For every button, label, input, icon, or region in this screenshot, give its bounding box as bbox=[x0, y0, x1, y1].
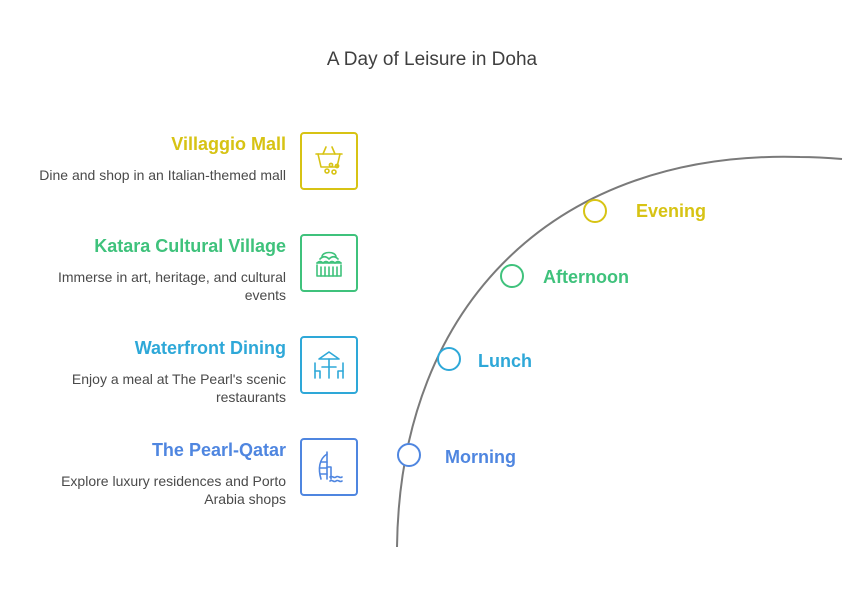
shopping-basket-icon bbox=[315, 146, 343, 175]
activity-katara-cultural-village: Katara Cultural Village Immerse in art, … bbox=[20, 235, 286, 304]
time-label-morning: Morning bbox=[445, 447, 516, 467]
dining-table-icon bbox=[314, 351, 344, 379]
activity-title: Villaggio Mall bbox=[171, 134, 286, 154]
activity-icon-box[interactable] bbox=[300, 132, 358, 190]
activity-icon-box[interactable] bbox=[300, 438, 358, 496]
time-label-evening: Evening bbox=[636, 201, 707, 221]
timeline-marker-lunch[interactable] bbox=[437, 347, 461, 371]
activity-description: Explore luxury residences and Porto Arab… bbox=[61, 473, 286, 507]
activity-title: Katara Cultural Village bbox=[94, 236, 286, 256]
sail-tower-icon bbox=[318, 451, 343, 483]
activity-icon-box[interactable] bbox=[300, 336, 358, 394]
activity-description: Immerse in art, heritage, and cultural e… bbox=[58, 269, 286, 303]
activity-description: Dine and shop in an Italian-themed mall bbox=[39, 167, 286, 183]
time-label-lunch: Lunch bbox=[478, 351, 532, 371]
timeline-marker-evening[interactable] bbox=[583, 199, 607, 223]
activity-title: Waterfront Dining bbox=[134, 338, 286, 358]
time-label-afternoon: Afternoon bbox=[543, 267, 629, 287]
timeline-marker-afternoon[interactable] bbox=[500, 264, 524, 288]
activity-icon-box[interactable] bbox=[300, 234, 358, 292]
activity-the-pearl-qatar: The Pearl-Qatar Explore luxury residence… bbox=[20, 439, 286, 508]
cultural-building-icon bbox=[316, 251, 342, 277]
timeline-marker-morning[interactable] bbox=[397, 443, 421, 467]
activity-waterfront-dining: Waterfront Dining Enjoy a meal at The Pe… bbox=[20, 337, 286, 406]
activity-description: Enjoy a meal at The Pearl's scenic resta… bbox=[71, 371, 286, 405]
activity-title: The Pearl-Qatar bbox=[151, 440, 286, 460]
timeline-curve bbox=[396, 155, 843, 548]
page-title: A Day of Leisure in Doha bbox=[326, 49, 538, 70]
activity-villaggio-mall: Villaggio Mall Dine and shop in an Itali… bbox=[20, 133, 286, 184]
